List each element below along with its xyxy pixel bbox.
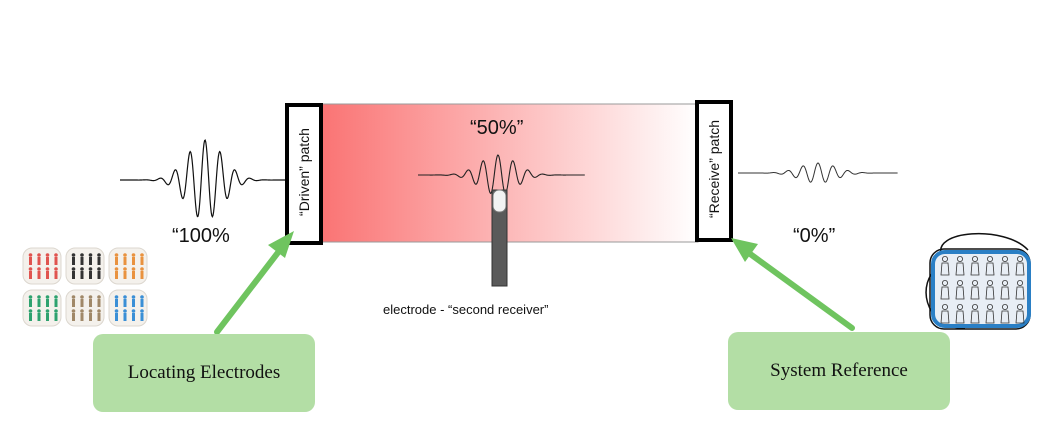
electrode-sheet <box>22 247 62 285</box>
callout-system-reference: System Reference <box>728 332 950 410</box>
label-50-percent: “50%” <box>470 117 524 139</box>
label-0-percent: “0%” <box>793 225 836 247</box>
driven-patch <box>285 103 323 245</box>
electrode-sheet <box>108 247 148 285</box>
electrode-probe <box>491 189 508 287</box>
electrode-sheet <box>22 289 62 327</box>
receive-patch-label: “Receive” patch <box>706 119 722 219</box>
waveform-0 <box>738 162 898 183</box>
callout-locating-electrodes: Locating Electrodes <box>93 334 315 412</box>
driven-patch-label: “Driven” patch <box>296 128 312 216</box>
reference-patch-icon <box>925 232 1031 330</box>
arrow-to-driven <box>214 231 294 335</box>
waveform-100 <box>120 139 286 219</box>
electrode-sheets-icon <box>22 247 148 327</box>
label-100-percent: “100% <box>172 225 230 247</box>
electrode-sheet <box>108 289 148 327</box>
arrow-to-receive <box>731 238 855 331</box>
electrode-sheet <box>65 289 105 327</box>
electrode-label: electrode - “second receiver” <box>383 302 549 317</box>
receive-patch <box>695 100 733 242</box>
waveform-50 <box>418 154 585 195</box>
electrode-sheet <box>65 247 105 285</box>
